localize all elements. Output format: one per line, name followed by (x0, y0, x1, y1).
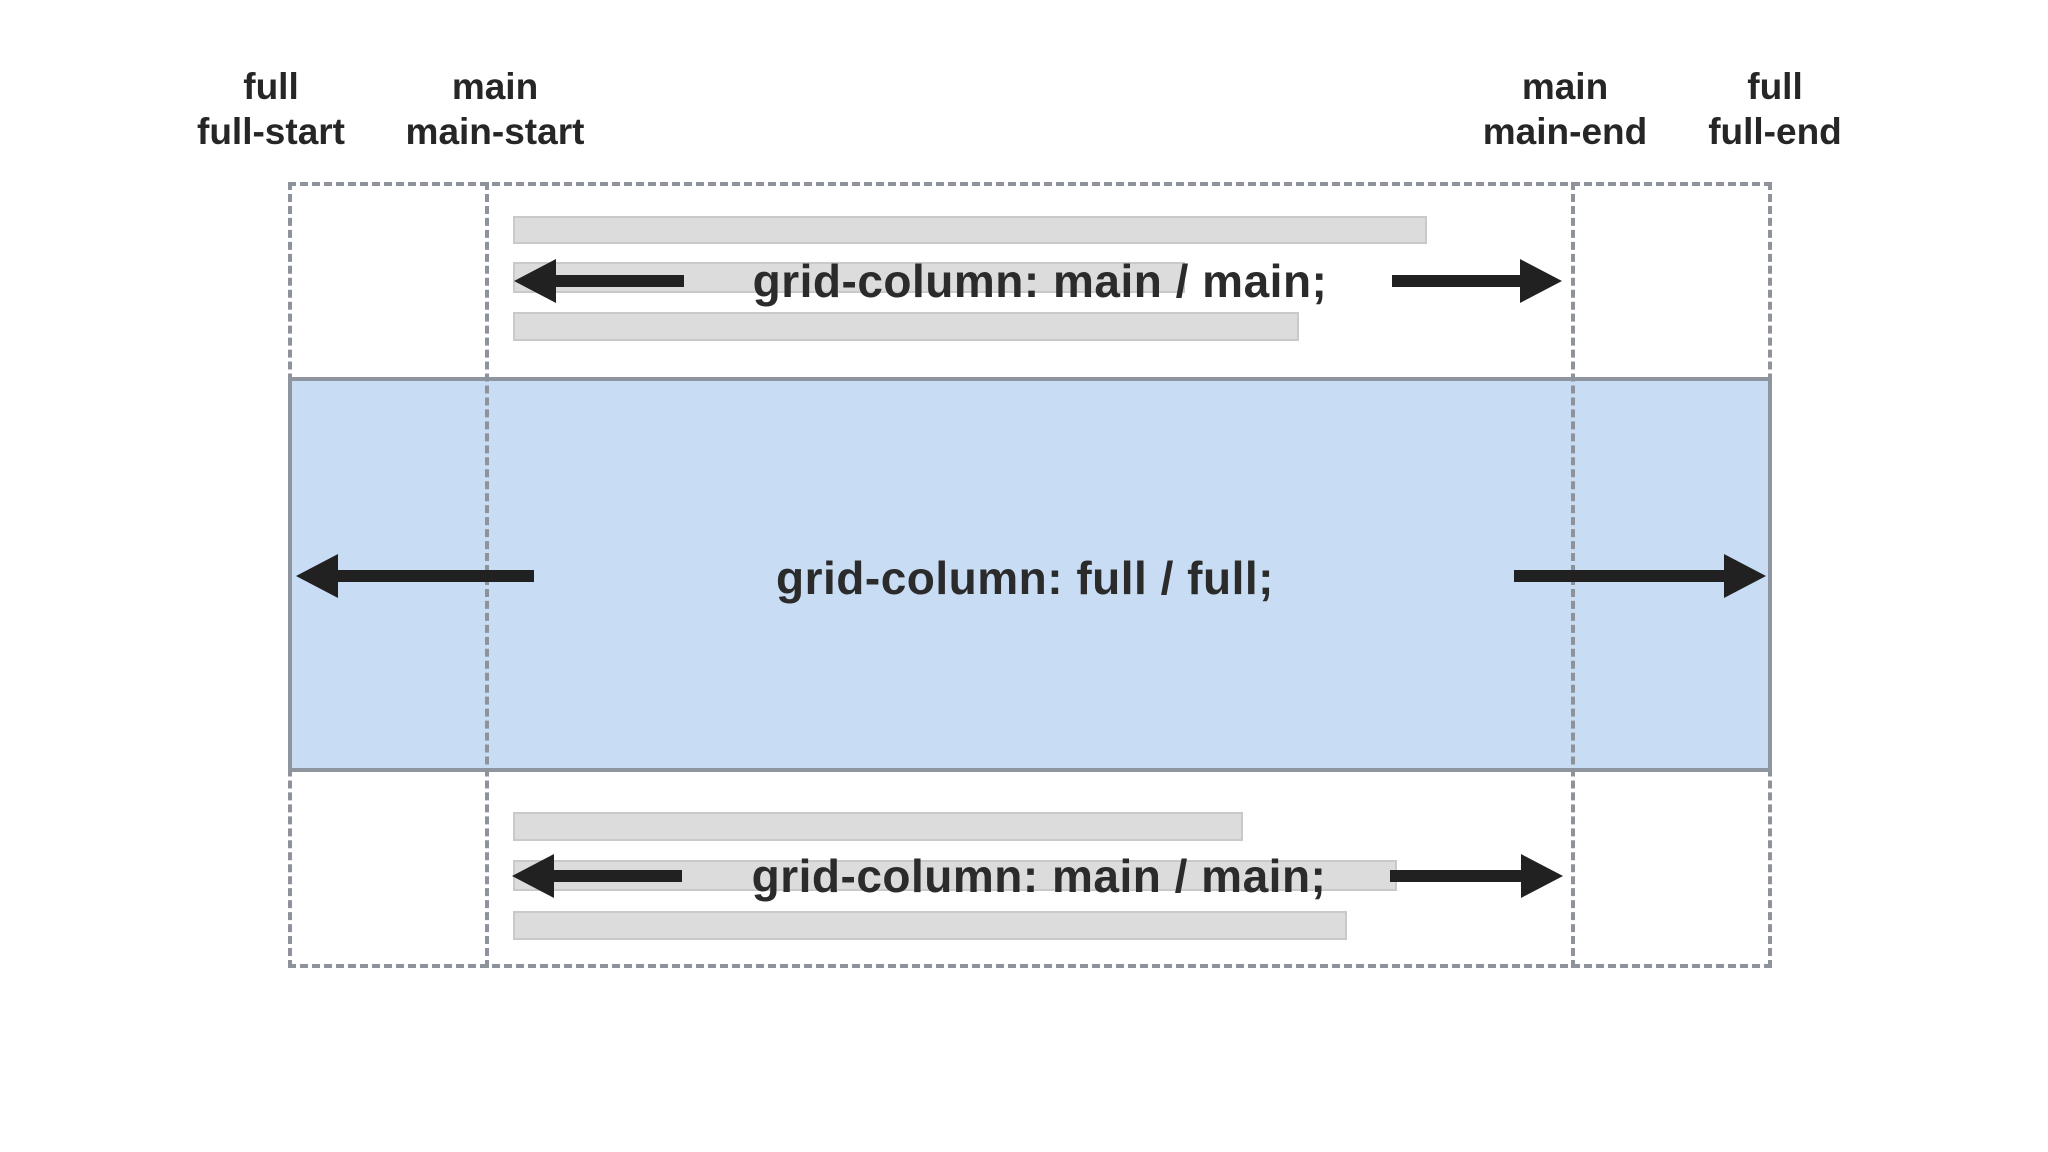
right-arrow-icon (1390, 854, 1563, 898)
placeholder-bar (513, 812, 1243, 841)
left-arrow-icon (514, 259, 684, 303)
arrow-shaft (1514, 570, 1724, 582)
arrow-shaft (1392, 275, 1520, 287)
arrow-shaft (338, 570, 534, 582)
line-name-main: main (1521, 66, 1609, 107)
arrow-head (1724, 554, 1766, 598)
line-name-full: full (243, 66, 299, 107)
left-arrow-icon (512, 854, 682, 898)
arrow-head (514, 259, 556, 303)
right-arrow-icon (1392, 259, 1562, 303)
arrow-head (296, 554, 338, 598)
arrow-head (512, 854, 554, 898)
line-name-main: main (451, 66, 539, 107)
line-name-full: full (1747, 66, 1803, 107)
column-label-full-end: full full-end (1708, 64, 1842, 154)
arrow-shaft (556, 275, 684, 287)
code-label-main-top: grid-column: main / main; (752, 255, 1328, 307)
column-label-main-start: main main-start (406, 64, 585, 154)
placeholder-bar (513, 216, 1427, 244)
column-label-full-start: full full-start (197, 64, 345, 154)
arrow-shaft (554, 870, 682, 882)
line-name-main-end: main-end (1482, 111, 1648, 152)
arrow-head (1521, 854, 1563, 898)
code-label-main-bottom: grid-column: main / main; (751, 850, 1327, 902)
line-name-full-start: full-start (197, 111, 345, 152)
line-name-main-start: main-start (405, 111, 585, 152)
arrow-shaft (1390, 870, 1521, 882)
column-label-main-end: main main-end (1483, 64, 1647, 154)
placeholder-bar (513, 312, 1299, 341)
right-arrow-icon (1514, 554, 1766, 598)
line-name-full-end: full-end (1708, 111, 1842, 152)
left-arrow-icon (296, 554, 534, 598)
arrow-head (1520, 259, 1562, 303)
code-label-full: grid-column: full / full; (776, 552, 1274, 604)
placeholder-bar (513, 911, 1347, 940)
